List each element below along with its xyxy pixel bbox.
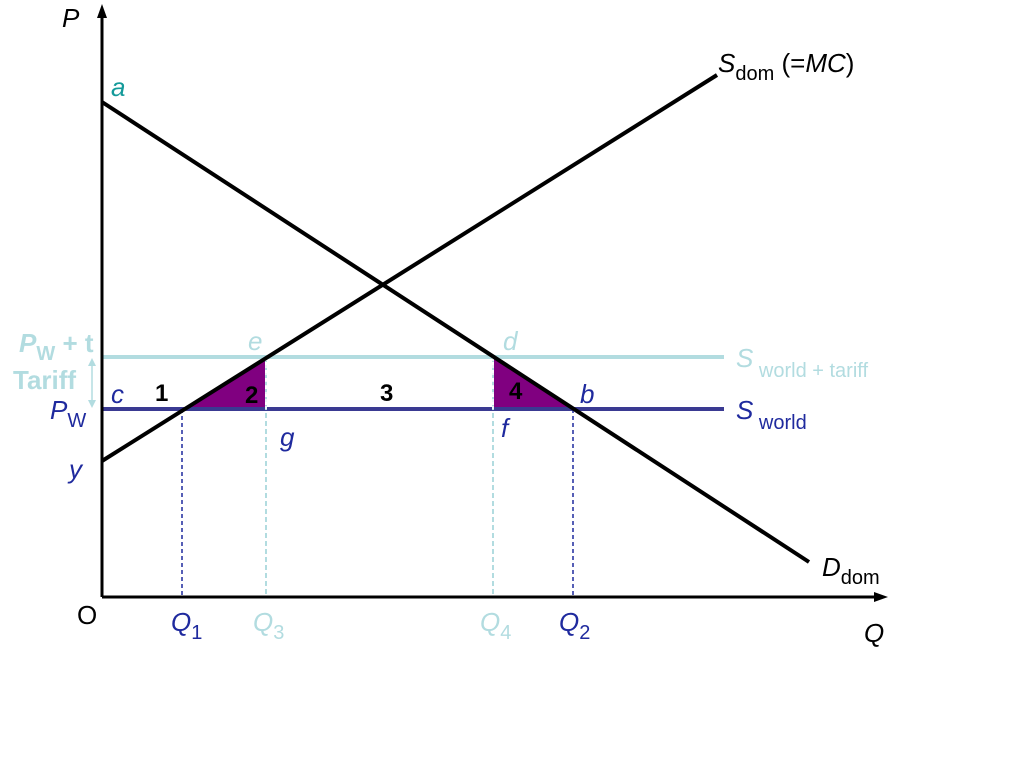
area-1-label: 1 [155, 380, 168, 407]
point-b-label: b [580, 379, 594, 409]
demand-curve [100, 100, 811, 564]
supply-curve-label: Sdom (=MC) [718, 48, 854, 85]
tariff-arrow-head-down [88, 400, 96, 408]
supply-curve [100, 73, 719, 463]
point-f-label: f [501, 413, 511, 443]
origin-label: O [77, 600, 97, 630]
tariff-label: Tariff [13, 365, 76, 395]
q4-label: Q4 [480, 607, 511, 644]
q-axis-label: Q [864, 618, 884, 648]
point-g-label: g [280, 422, 295, 452]
tariff-arrow-head-up [88, 358, 96, 366]
demand-curve-label: Ddom [822, 552, 880, 589]
q3-label: Q3 [253, 607, 284, 644]
area-2-label: 2 [245, 382, 258, 409]
pw-plus-t-label: PW + t [19, 328, 94, 365]
point-d-label: d [503, 326, 519, 356]
q2-label: Q2 [559, 607, 590, 644]
q1-label: Q1 [171, 607, 202, 644]
point-c-label: c [111, 379, 124, 409]
x-axis-arrow [874, 592, 888, 602]
y-axis-arrow [97, 4, 107, 18]
area-4-label: 4 [509, 378, 523, 405]
area-3-label: 3 [380, 380, 393, 407]
point-a-label: a [111, 72, 125, 102]
s-world-tariff-label: S world + tariff [736, 343, 868, 382]
point-y-label: y [67, 454, 84, 484]
point-e-label: e [248, 326, 262, 356]
p-axis-label: P [62, 3, 80, 33]
pw-label: PW [50, 395, 86, 432]
s-world-label: S world [736, 395, 807, 434]
